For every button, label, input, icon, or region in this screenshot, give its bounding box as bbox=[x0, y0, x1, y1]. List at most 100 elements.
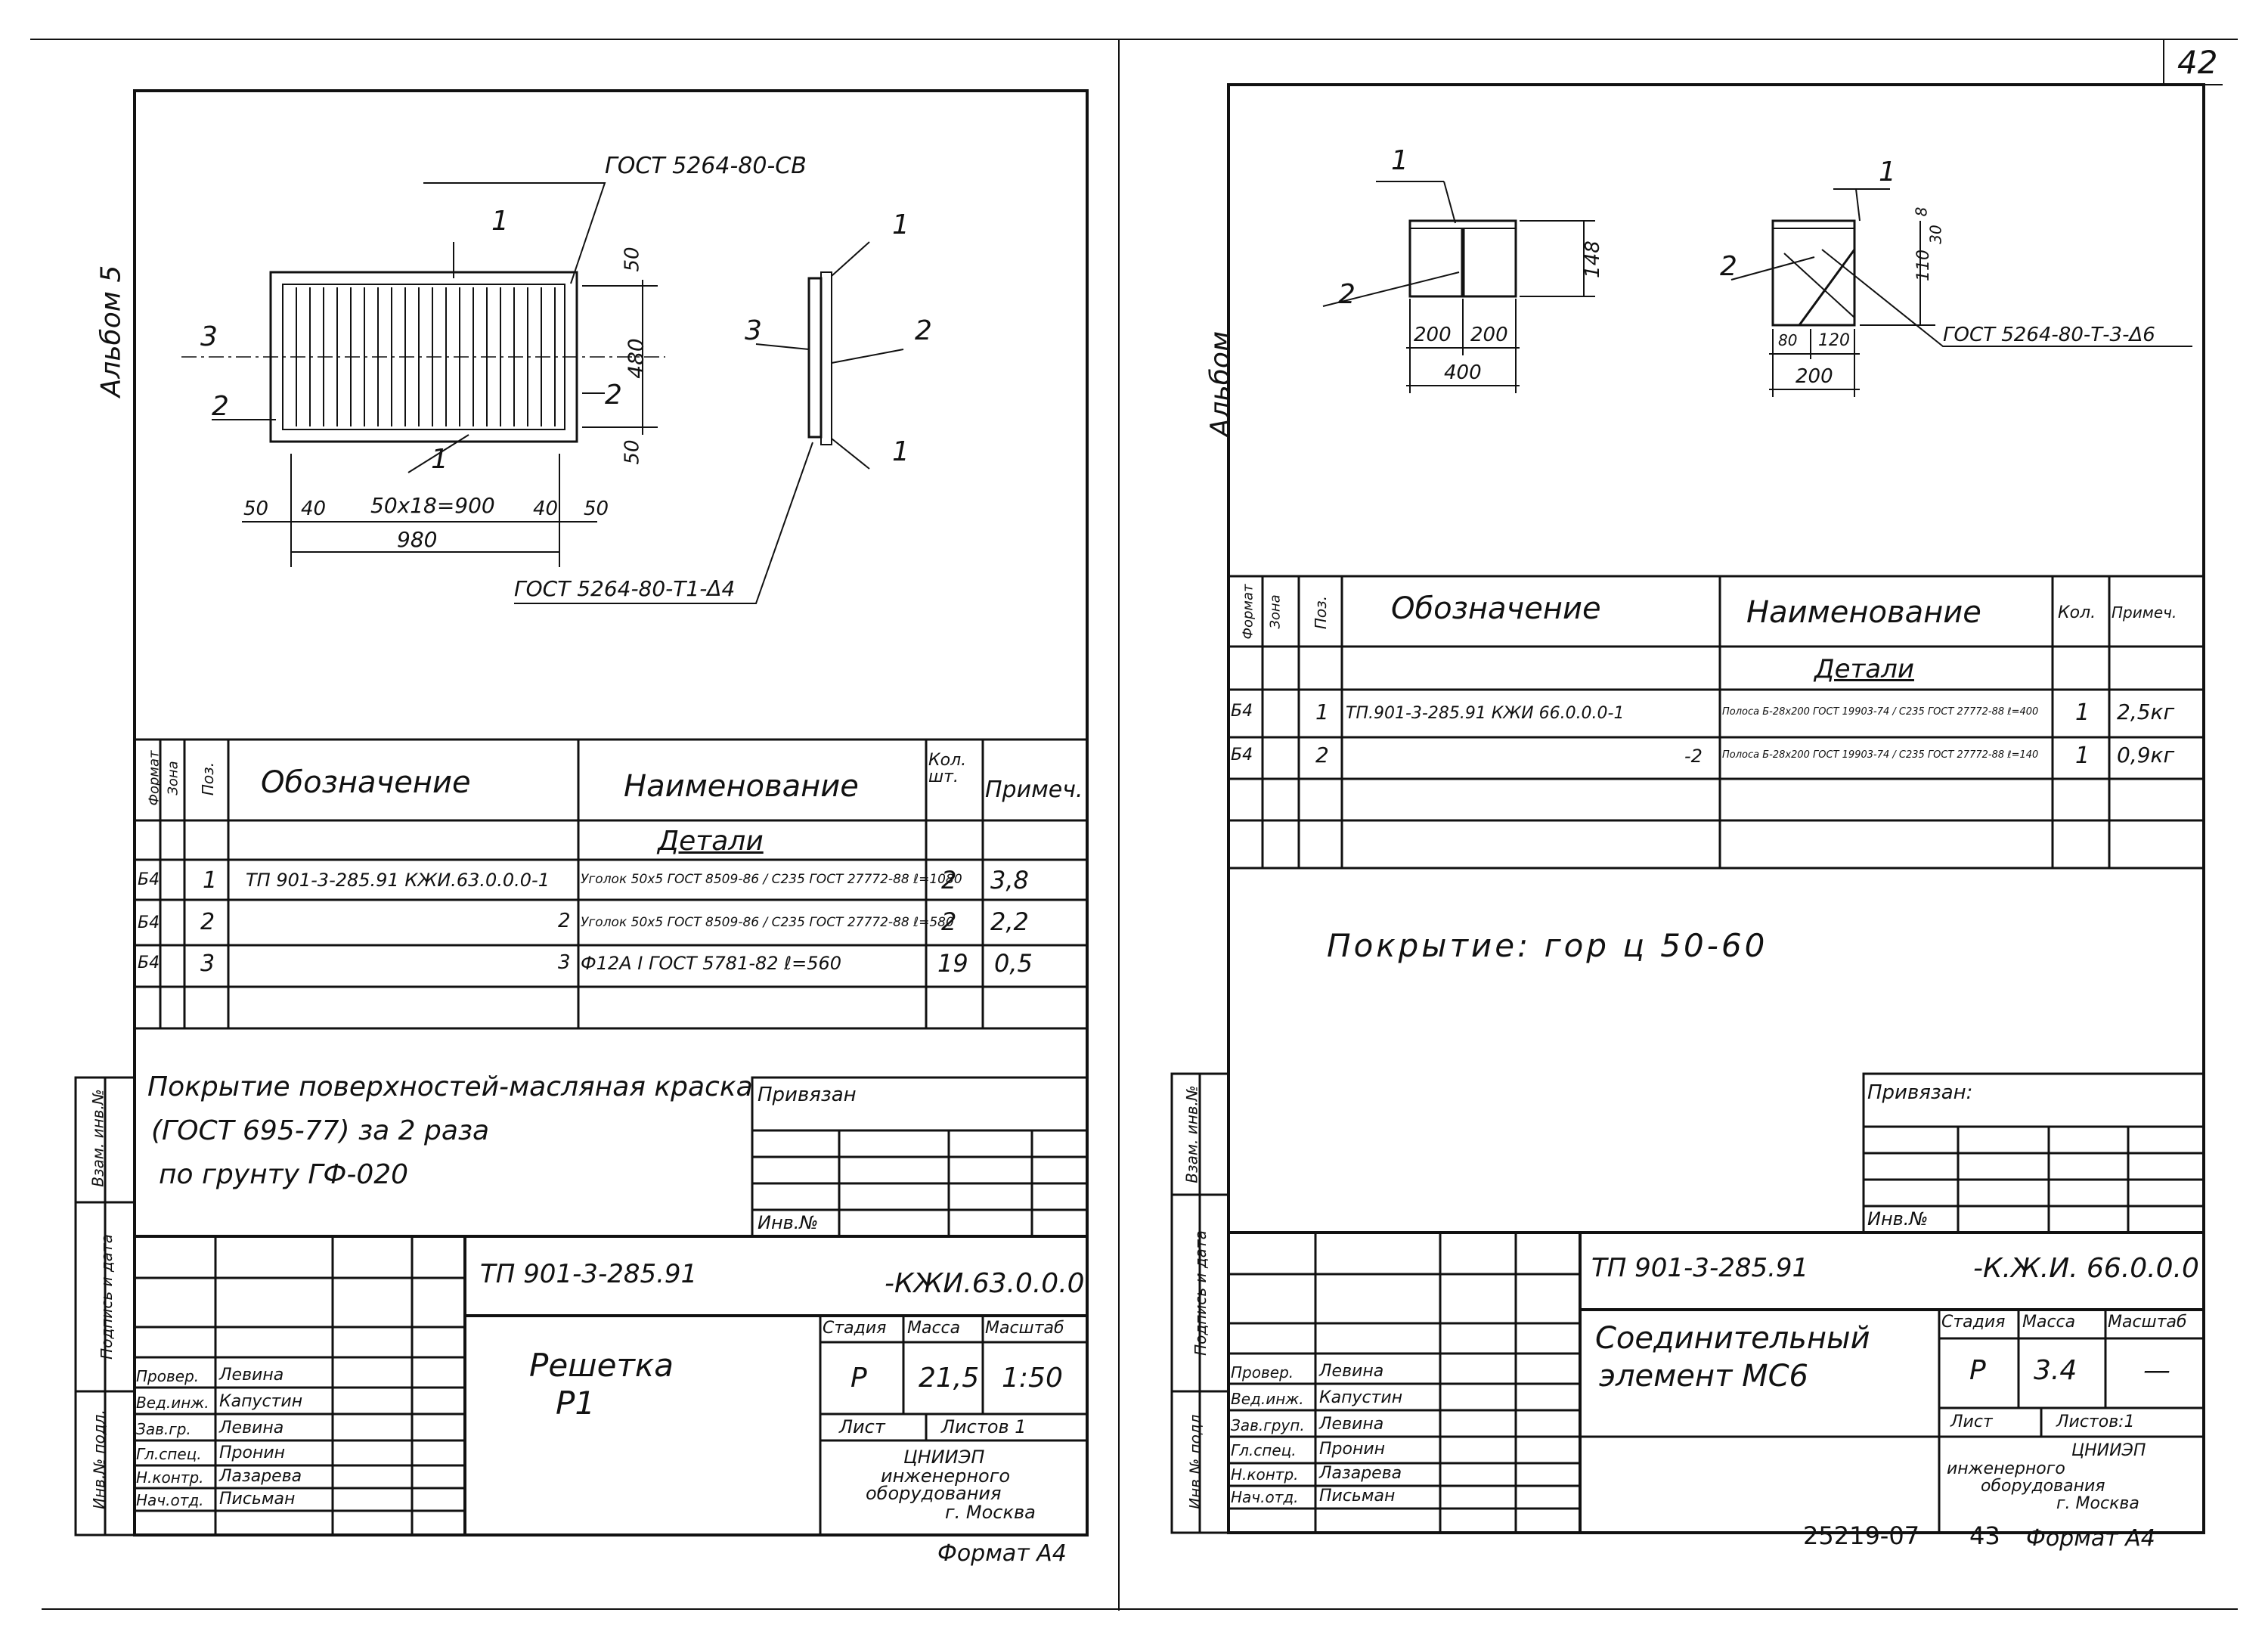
col-format: Формат bbox=[146, 750, 163, 806]
coating-line: по грунту ГФ-020 bbox=[159, 1159, 409, 1190]
row-note: 3,8 bbox=[990, 866, 1029, 895]
dimension: 80 bbox=[1778, 331, 1798, 349]
signer-name: Письман bbox=[219, 1490, 296, 1509]
sheet-title-mark: Р1 bbox=[556, 1385, 596, 1422]
stamp-scale: 1:50 bbox=[1002, 1363, 1063, 1394]
sheet-title: Соединительный bbox=[1595, 1321, 1870, 1356]
position-label: 1 bbox=[431, 444, 448, 475]
col-name: Наименование bbox=[1746, 595, 1981, 630]
format-label: Формат А4 bbox=[937, 1540, 1067, 1567]
row-designation: 3 bbox=[558, 951, 571, 974]
stamp-stage: Р bbox=[850, 1363, 867, 1394]
row-format: Б4 bbox=[138, 913, 160, 932]
position-label: 2 bbox=[1720, 251, 1737, 282]
stamp-scale-header: Масштаб bbox=[985, 1319, 1064, 1338]
position-label: 2 bbox=[915, 315, 932, 346]
side-label: Инв.№ подл. bbox=[1185, 1409, 1204, 1509]
dimension: 148 bbox=[1581, 240, 1604, 278]
col-name: Наименование bbox=[624, 769, 859, 804]
row-designation: ТП 901-3-285.91 КЖИ.63.0.0.0-1 bbox=[246, 870, 550, 891]
signer-role: Нач.отд. bbox=[136, 1491, 204, 1509]
row-qty: 1 bbox=[2075, 743, 2090, 769]
section-details: Детали bbox=[658, 826, 764, 857]
position-label: 1 bbox=[892, 436, 909, 467]
row-name: Уголок 50х5 ГОСТ 8509-86 / С235 ГОСТ 277… bbox=[581, 872, 962, 887]
row-qty: 1 bbox=[2075, 699, 2090, 726]
weld-note-top: ГОСТ 5264-80-СВ bbox=[605, 153, 807, 179]
row-designation: ТП.901-3-285.91 КЖИ 66.0.0.0-1 bbox=[1346, 704, 1625, 723]
side-label: Взам. инв.№ bbox=[1182, 1085, 1201, 1183]
dimension: 50 bbox=[243, 498, 269, 520]
drawing-code-suffix: -КЖИ.63.0.0.0 bbox=[885, 1268, 1085, 1299]
stamp-stage-header: Стадия bbox=[1941, 1313, 2006, 1332]
col-note: Примеч. bbox=[985, 777, 1083, 803]
format-label: Формат А4 bbox=[2026, 1525, 2155, 1552]
side-label: Подпись и дата bbox=[97, 1234, 116, 1360]
col-designation: Обозначение bbox=[261, 765, 471, 800]
attached-label: Привязан bbox=[758, 1084, 857, 1106]
signer-role: Зав.гр. bbox=[136, 1420, 191, 1438]
signer-name: Левина bbox=[219, 1366, 284, 1385]
position-label: 2 bbox=[605, 380, 622, 411]
col-note: Примеч. bbox=[2112, 603, 2177, 622]
row-qty: 19 bbox=[937, 949, 968, 978]
drawing-code-suffix: -К.Ж.И. 66.0.0.0 bbox=[1973, 1253, 2199, 1284]
org-line: г. Москва bbox=[945, 1502, 1036, 1523]
row-format: Б4 bbox=[138, 870, 160, 889]
stamp-scale-header: Масштаб bbox=[2108, 1313, 2187, 1332]
dimension: 50 bbox=[621, 247, 644, 272]
row-name: Уголок 50х5 ГОСТ 8509-86 / С235 ГОСТ 277… bbox=[581, 915, 954, 930]
weld-note: ГОСТ 5264-80-Т-3-Δ6 bbox=[1943, 324, 2155, 346]
stamp-mass: 21,5 bbox=[919, 1363, 980, 1394]
signer-role: Нач.отд. bbox=[1231, 1488, 1299, 1506]
dimension: 50x18=900 bbox=[370, 493, 495, 518]
inventory-label: Инв.№ bbox=[758, 1212, 819, 1233]
stamp-stage-header: Стадия bbox=[823, 1319, 887, 1338]
position-label: 1 bbox=[491, 206, 509, 237]
signer-role: Вед.инж. bbox=[136, 1394, 209, 1412]
row-designation: -2 bbox=[1684, 746, 1703, 767]
signer-role: Гл.спец. bbox=[136, 1445, 202, 1463]
row-name: Полоса Б-28х200 ГОСТ 19903-74 / С235 ГОС… bbox=[1722, 749, 2039, 761]
stamp-mass-header: Масса bbox=[2022, 1313, 2076, 1332]
row-qty: 2 bbox=[941, 907, 957, 936]
stamp-sheets: Листов 1 bbox=[941, 1416, 1027, 1437]
stamp-sheet: Лист bbox=[1950, 1412, 1993, 1431]
org-line: оборудования bbox=[1981, 1477, 2105, 1496]
col-designation: Обозначение bbox=[1391, 591, 1601, 626]
dimension: 200 bbox=[1414, 324, 1452, 346]
dimension: 200 bbox=[1796, 365, 1833, 388]
dimension: 200 bbox=[1470, 324, 1508, 346]
signer-role: Н.контр. bbox=[136, 1468, 204, 1487]
org-line: г. Москва bbox=[2056, 1494, 2139, 1513]
sheet-title: Решетка bbox=[529, 1347, 674, 1384]
signer-name: Капустин bbox=[219, 1392, 303, 1411]
signer-name: Лазарева bbox=[219, 1467, 302, 1486]
coating-line: Покрытие поверхностей-масляная краска bbox=[147, 1071, 753, 1102]
signer-role: Зав.груп. bbox=[1231, 1416, 1305, 1434]
row-pos: 2 bbox=[200, 909, 215, 935]
drawing-code: ТП 901-3-285.91 bbox=[1591, 1253, 1809, 1283]
position-label: 2 bbox=[1338, 279, 1356, 310]
org-line: оборудования bbox=[866, 1483, 1002, 1504]
col-pos: Поз. bbox=[1312, 595, 1331, 630]
position-label: 1 bbox=[1879, 157, 1896, 188]
stamp-sheets: Листов:1 bbox=[2056, 1412, 2135, 1431]
col-pos: Поз. bbox=[199, 761, 218, 796]
signer-name: Капустин bbox=[1319, 1388, 1403, 1407]
stamp-mass-header: Масса bbox=[907, 1319, 961, 1338]
archive-code: 25219-07 bbox=[1803, 1521, 1920, 1550]
row-name: Полоса Б-28х200 ГОСТ 19903-74 / С235 ГОС… bbox=[1722, 706, 2039, 718]
dimension: 110 bbox=[1914, 250, 1933, 281]
dimension: 50 bbox=[584, 498, 609, 520]
row-qty: 2 bbox=[941, 866, 957, 895]
dimension: 980 bbox=[397, 527, 438, 552]
coating-line: (ГОСТ 695-77) за 2 раза bbox=[151, 1115, 490, 1146]
position-label: 3 bbox=[745, 315, 762, 346]
row-pos: 1 bbox=[1315, 699, 1329, 724]
org-line: ЦНИИЭП bbox=[2071, 1441, 2146, 1460]
weld-note-bottom: ГОСТ 5264-80-Т1-Δ4 bbox=[514, 576, 736, 601]
col-format: Формат bbox=[1240, 584, 1256, 640]
col-qty: Кол. bbox=[2058, 603, 2096, 622]
